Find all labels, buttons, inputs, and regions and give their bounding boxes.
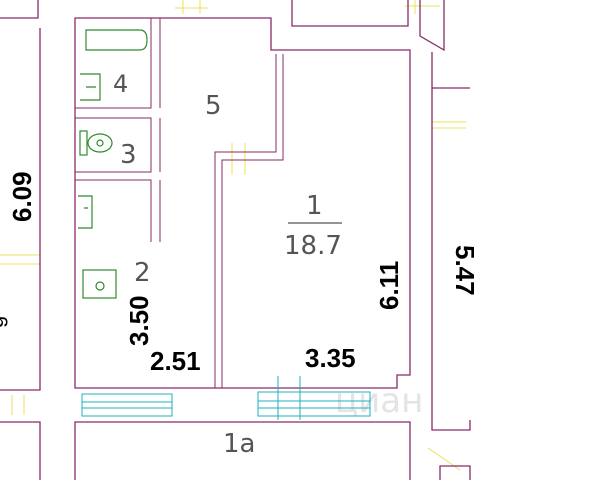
dim-room2-width: 2.51 xyxy=(150,346,201,376)
dim-room2-height: 3.50 xyxy=(124,295,154,346)
room-1a-label: 1a xyxy=(223,429,255,459)
room-labels: 4 5 3 2 1 18.7 1a xyxy=(113,70,342,459)
sink-icon-2 xyxy=(78,195,93,229)
room-1-number: 1 xyxy=(306,191,323,221)
room-5-label: 5 xyxy=(205,91,222,121)
dim-room1-width: 3.35 xyxy=(305,343,356,373)
fixtures xyxy=(78,29,148,299)
toilet-icon-3 xyxy=(79,130,113,156)
washing-machine-icon xyxy=(82,269,117,299)
room-2-label: 2 xyxy=(134,258,151,288)
dim-left-partial: g xyxy=(0,316,8,328)
dim-right-corridor: 5.47 xyxy=(450,245,480,296)
dim-left-building: 6.09 xyxy=(7,171,37,222)
window-right xyxy=(257,376,371,420)
window-left xyxy=(81,393,173,417)
walls xyxy=(0,0,471,480)
windows xyxy=(81,376,371,420)
room-3-label: 3 xyxy=(120,140,137,170)
dimension-labels: 6.09 g 3.50 2.51 3.35 6.11 5.47 xyxy=(0,171,480,376)
sink-icon-4 xyxy=(80,73,101,101)
room-4-label: 4 xyxy=(113,70,128,98)
room-1-area: 18.7 xyxy=(284,231,342,261)
dim-room1-height: 6.11 xyxy=(374,261,404,310)
bathtub-icon xyxy=(85,29,148,51)
